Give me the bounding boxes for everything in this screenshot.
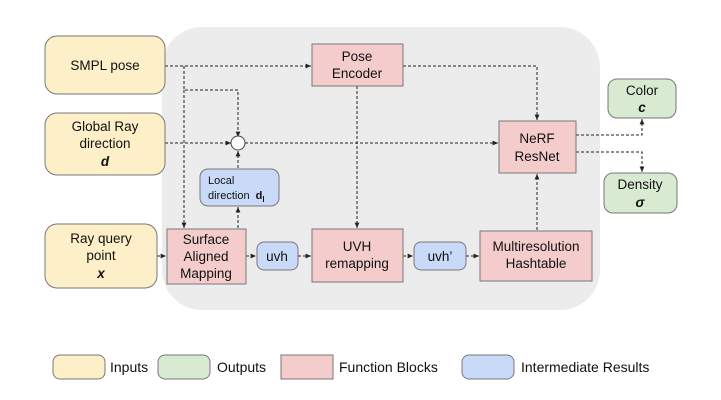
legend-label-intermediate-results: Intermediate Results [521,359,649,375]
legend-swatch-inputs [52,354,106,380]
legend-item-intermediate-results: Intermediate Results [461,354,649,380]
nerf-resnet-label-line1: NeRF [519,131,554,146]
node-surface-aligned-mapping: Surface Aligned Mapping [166,228,247,285]
nerf-resnet-label-line2: ResNet [514,149,559,164]
node-nerf-resnet: NeRF ResNet [498,120,577,174]
surface-mapping-label-line1: Surface [183,232,230,247]
node-uvh: uvh [256,241,299,271]
uvh-prime-label: uvh’ [428,249,453,264]
node-color: Color c [607,78,677,119]
uvh-label: uvh [266,249,288,264]
surface-mapping-label-line3: Mapping [180,266,232,281]
uvh-remapping-label-line2: remapping [325,256,389,271]
edge-nerf-to-density [576,151,645,172]
pose-encoder-label-line1: Pose [342,49,373,64]
node-smpl-pose: SMPL pose [44,35,166,95]
edge-smpl-to-local-circle [183,66,241,137]
global-ray-label-line1: Global Ray [72,119,139,134]
ray-query-symbol: x [96,266,105,281]
hashtable-label-line2: Hashtable [506,256,567,271]
global-ray-symbol: d [101,154,110,169]
surface-mapping-label-line2: Aligned [183,249,228,264]
legend-item-function-blocks: Function Blocks [280,354,438,380]
color-symbol: c [638,100,646,115]
smpl-pose-label: SMPL pose [70,58,139,73]
global-ray-label-line2: direction [79,136,130,151]
edge-pose-encoder-to-nerf [403,65,540,120]
hashtable-label-line1: Multiresolution [492,239,579,254]
legend: Inputs Outputs Function Blocks Intermedi… [52,354,649,380]
edges [157,63,645,259]
ray-query-label-line2: point [86,248,116,263]
combine-node-circle [230,135,246,151]
edge-nerf-to-color [576,119,645,136]
local-direction-subscript: l [262,195,264,204]
density-label: Density [617,177,662,192]
node-local-direction: Local direction dl [199,168,280,207]
legend-item-inputs: Inputs [52,354,148,380]
node-multiresolution-hashtable: Multiresolution Hashtable [479,230,593,282]
legend-item-outputs: Outputs [157,354,266,380]
pose-encoder-label-line2: Encoder [332,66,383,81]
local-direction-label-line2-wrap: direction dl [208,190,265,204]
local-direction-symbol: d [256,190,263,202]
color-label: Color [626,83,659,98]
uvh-remapping-label-line1: UVH [343,239,372,254]
legend-label-inputs: Inputs [110,359,148,375]
legend-swatch-function-blocks [280,354,334,380]
node-pose-encoder: Pose Encoder [311,43,404,87]
node-ray-query-point: Ray query point x [44,223,158,289]
node-density: Density σ [603,172,678,214]
density-symbol: σ [636,195,646,210]
local-direction-label-line2: direction [208,190,250,202]
legend-swatch-outputs [157,354,211,380]
legend-swatch-intermediate-results [461,354,515,380]
node-uvh-prime: uvh’ [413,241,467,271]
node-global-ray-direction: Global Ray direction d [44,112,166,176]
ray-query-label-line1: Ray query [70,231,132,246]
legend-label-outputs: Outputs [217,359,266,375]
legend-label-function-blocks: Function Blocks [339,359,438,375]
local-direction-label-line1: Local [208,175,234,187]
node-uvh-remapping: UVH remapping [311,228,404,283]
